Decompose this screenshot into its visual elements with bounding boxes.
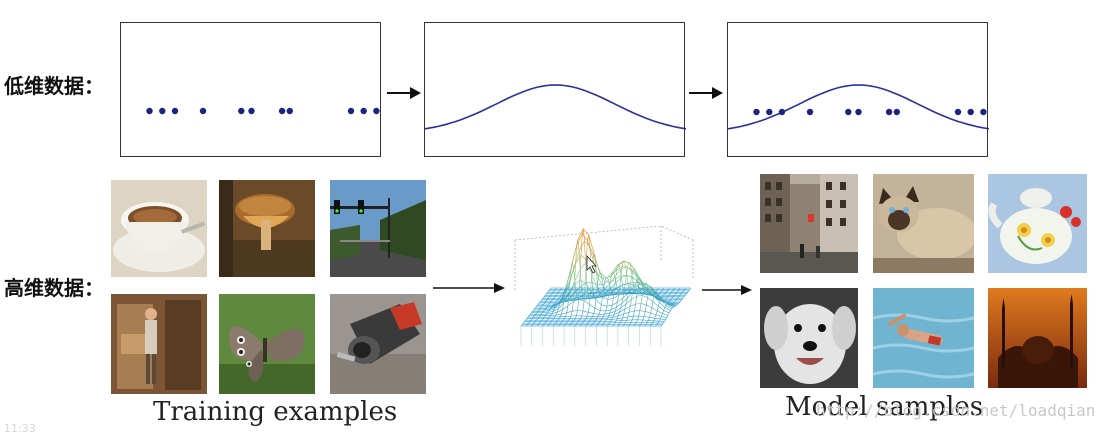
data-point-4	[845, 108, 852, 116]
drill-photo	[330, 294, 426, 394]
data-point-6	[885, 108, 893, 116]
arrow-right-icon	[387, 87, 421, 99]
data-point-7	[286, 107, 293, 115]
density-curve	[425, 84, 686, 130]
data-point-5	[248, 107, 255, 115]
mushroom-photo	[219, 180, 315, 277]
corner-time: 11:33	[4, 422, 36, 435]
arrow-right-icon	[689, 87, 723, 99]
training-examples-caption: Training examples	[153, 397, 398, 427]
data-point-3	[806, 108, 814, 116]
density-curve-plot	[425, 84, 686, 130]
high-dim-label: 高维数据：	[4, 276, 104, 300]
data-point-10	[373, 107, 380, 115]
data-point-4	[238, 107, 245, 115]
data-point-1	[159, 107, 166, 115]
teapot-photo	[988, 174, 1087, 273]
data-point-10	[980, 108, 987, 116]
arrow-right-icon	[702, 285, 752, 295]
data-point-3	[199, 107, 207, 115]
3d-density-surface-plot	[511, 220, 695, 348]
data-point-0	[753, 108, 760, 116]
city-street-photo	[760, 174, 858, 273]
density-curve	[728, 84, 989, 130]
data-point-1	[766, 108, 773, 116]
swimmer-photo	[873, 288, 974, 388]
data-point-6	[278, 107, 286, 115]
low-dim-panel-data	[120, 22, 381, 157]
street-traffic-light-photo	[330, 180, 426, 277]
low-dim-panel-model	[424, 22, 686, 157]
mosque-sunset-photo	[988, 288, 1087, 388]
curve-with-samples-plot	[728, 84, 989, 130]
data-point-2	[171, 107, 179, 115]
cat-photo	[873, 174, 974, 273]
data-dots-plot	[146, 107, 380, 115]
data-point-5	[855, 108, 862, 116]
butterfly-photo	[219, 294, 315, 394]
mouse-cursor-icon	[586, 254, 597, 274]
data-point-0	[146, 107, 153, 115]
dog-photo	[760, 288, 858, 388]
coffee-cup-photo	[111, 180, 207, 277]
data-point-2	[778, 108, 786, 116]
blog-watermark: http://blog.csdn.net/loadqian	[816, 401, 1096, 420]
data-point-7	[893, 108, 900, 116]
model-samples-caption: Model samples	[785, 392, 984, 422]
data-point-8	[347, 107, 355, 115]
data-point-9	[967, 108, 974, 116]
data-point-9	[360, 107, 367, 115]
low-dim-panel-samples	[727, 22, 989, 157]
arrow-right-icon	[433, 283, 505, 293]
data-point-8	[954, 108, 962, 116]
person-doorway-photo	[111, 294, 207, 394]
low-dim-label: 低维数据：	[4, 74, 104, 98]
